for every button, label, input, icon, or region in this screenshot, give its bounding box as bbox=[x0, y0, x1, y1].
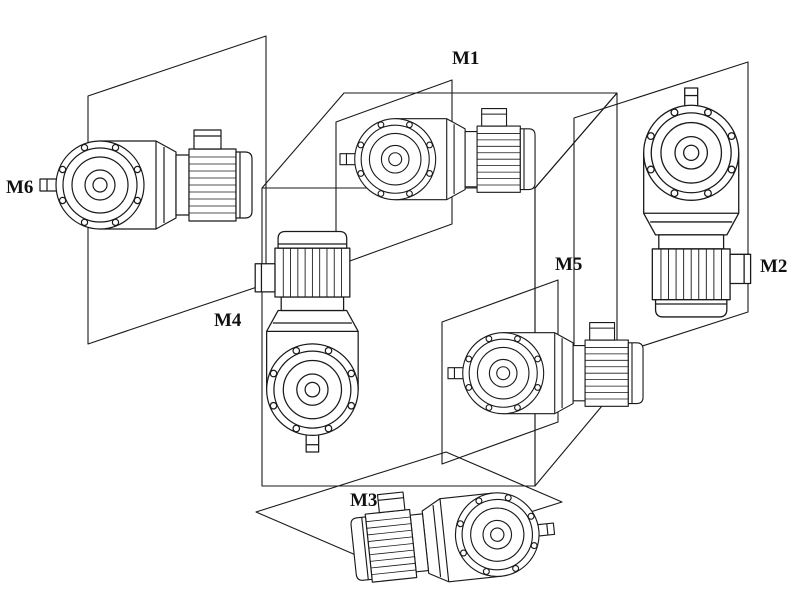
label-m1: M1 bbox=[452, 48, 479, 69]
cube-right-face bbox=[534, 92, 618, 487]
gearmotor-m6-drawing bbox=[39, 129, 253, 230]
label-m3: M3 bbox=[350, 490, 377, 511]
label-m6: M6 bbox=[6, 177, 33, 198]
gearmotor-m1-drawing bbox=[339, 108, 536, 201]
mounting-panel-m3 bbox=[255, 451, 563, 563]
mounting-panel-m1 bbox=[335, 79, 453, 267]
label-m4: M4 bbox=[214, 310, 242, 331]
gearmotor-m5-drawing bbox=[447, 322, 644, 415]
gearmotor-m3-drawing bbox=[347, 476, 559, 592]
label-m5: M5 bbox=[555, 254, 582, 275]
mounting-panel-m2 bbox=[573, 61, 749, 369]
gearmotor-m4-drawing bbox=[254, 230, 359, 453]
mounting-panel-m5 bbox=[441, 279, 559, 465]
label-m2: M2 bbox=[760, 256, 787, 277]
gearmotor-m2-drawing bbox=[643, 87, 752, 318]
